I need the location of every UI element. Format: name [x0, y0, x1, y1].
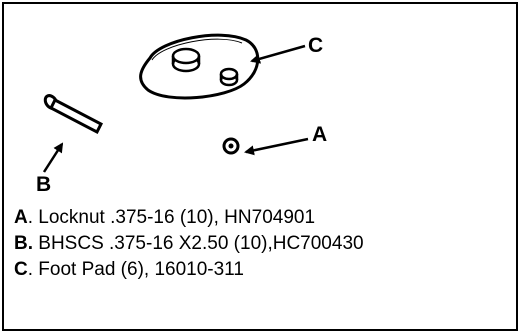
arrow-c: [250, 44, 306, 64]
arrow-a: [244, 137, 309, 156]
part-letter: A: [14, 207, 28, 228]
arrow-b: [42, 142, 64, 173]
callout-b: B: [36, 173, 52, 196]
part-item-b: B. BHSCS .375-16 X2.50 (10),HC700430: [14, 231, 364, 257]
part-description: BHSCS .375-16 X2.50 (10),HC700430: [33, 233, 364, 254]
callout-a: A: [312, 123, 328, 146]
foot-pad-drawing: [139, 33, 260, 100]
callout-c: C: [308, 34, 324, 57]
part-item-a: A. Locknut .375-16 (10), HN704901: [14, 205, 364, 231]
part-item-c: C. Foot Pad (6), 16010-311: [14, 257, 364, 283]
part-letter: B.: [14, 233, 33, 254]
part-description: . Foot Pad (6), 16010-311: [27, 259, 244, 280]
locknut-drawing: [222, 137, 240, 155]
part-letter: C: [14, 259, 28, 280]
parts-list: A. Locknut .375-16 (10), HN704901 B. BHS…: [14, 205, 364, 283]
part-description: . Locknut .375-16 (10), HN704901: [27, 207, 316, 228]
bolt-drawing: [43, 94, 104, 135]
